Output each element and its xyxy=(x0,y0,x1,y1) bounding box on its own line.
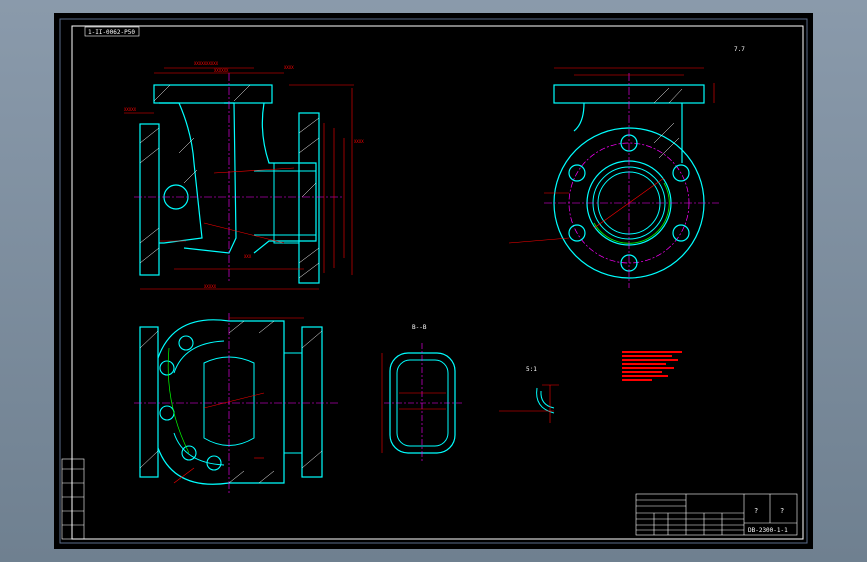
section-bb-label: B--B xyxy=(412,324,427,331)
drawing-code: 1-II-0062-P50 xyxy=(88,29,135,36)
svg-text:XXX: XXX xyxy=(244,254,252,259)
title-block xyxy=(635,493,798,536)
outer-frame xyxy=(59,18,808,544)
detail-view: 5:1 xyxy=(499,366,559,423)
drawing-code-box xyxy=(84,26,140,37)
svg-text:XXXX: XXXX xyxy=(354,139,364,144)
detail-label: 5:1 xyxy=(526,366,537,373)
svg-text:XXXXX: XXXXX xyxy=(204,284,217,289)
drawing-canvas: 1-II-0062-P50 7.7 xyxy=(59,18,808,544)
side-view xyxy=(508,67,719,288)
revision-strip xyxy=(61,458,85,540)
svg-text:XXXXXXXXXX: XXXXXXXXXX xyxy=(194,61,219,66)
section-bb-view: B--B xyxy=(381,324,462,463)
roughness-mark: 7.7 xyxy=(734,46,745,53)
technical-notes xyxy=(622,351,682,381)
front-section-view: XXXXXXXXXX XXXXXX XXXXX XXXXX XXXX XXX X… xyxy=(124,61,364,290)
svg-text:XXXX: XXXX xyxy=(284,65,294,70)
title-block-field-1: ? xyxy=(754,507,758,515)
svg-text:XXXXXX: XXXXXX xyxy=(214,68,229,73)
inner-frame xyxy=(71,25,804,540)
svg-text:XXXXX: XXXXX xyxy=(124,107,137,112)
title-block-field-2: ? xyxy=(780,507,784,515)
cad-viewport[interactable]: 1-II-0062-P50 7.7 xyxy=(54,13,813,549)
top-section-view xyxy=(134,313,339,493)
drawing-number: DB-2300-1-1 xyxy=(748,527,788,534)
